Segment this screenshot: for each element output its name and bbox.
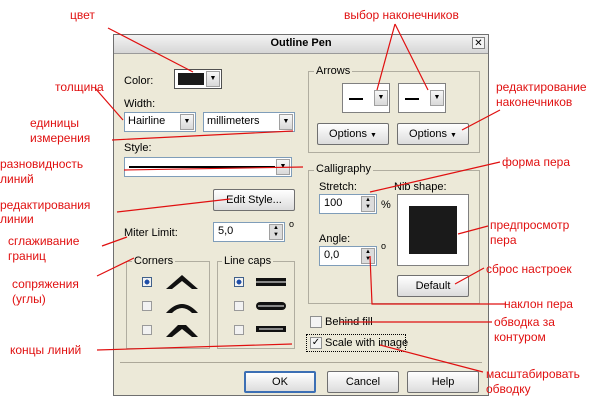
line-style-preview bbox=[129, 166, 275, 168]
color-swatch bbox=[178, 73, 204, 85]
miter-unit: o bbox=[289, 219, 295, 229]
chevron-down-icon: ▼ bbox=[206, 71, 220, 87]
corner-bevel-radio[interactable] bbox=[142, 325, 152, 335]
corner-round-radio[interactable] bbox=[142, 301, 152, 311]
ok-button[interactable]: OK bbox=[244, 371, 316, 393]
annotation-behind-2: контуром bbox=[494, 330, 546, 344]
miter-limit-value: 5,0 bbox=[218, 225, 234, 237]
annotation-pen-shape: форма пера bbox=[502, 155, 570, 169]
annotation-joins-1: сопряжения bbox=[12, 277, 79, 291]
annotation-units-2: измерения bbox=[30, 131, 91, 145]
calligraphy-label: Calligraphy bbox=[314, 163, 374, 175]
scale-focus-rect bbox=[306, 334, 406, 352]
style-select[interactable]: ▼ bbox=[124, 157, 292, 177]
nib-shape bbox=[409, 206, 457, 254]
annotation-pen-angle: наклон пера bbox=[504, 297, 573, 311]
stretch-value: 100 bbox=[324, 197, 343, 209]
cap-butt-radio[interactable] bbox=[234, 277, 244, 287]
separator bbox=[120, 362, 482, 363]
spin-icon[interactable]: ▲▼ bbox=[361, 248, 375, 264]
angle-unit: o bbox=[381, 241, 387, 251]
angle-input[interactable]: 0,0 ▲▼ bbox=[319, 246, 377, 266]
stretch-input[interactable]: 100 ▲▼ bbox=[319, 194, 377, 214]
annotation-preview-2: пера bbox=[490, 233, 517, 247]
annotation-edit-line-1: редактирования bbox=[0, 198, 91, 212]
scale-with-image-label[interactable]: Scale with image bbox=[325, 337, 409, 349]
spin-icon[interactable]: ▲▼ bbox=[269, 224, 283, 240]
annotation-reset: сброс настроек bbox=[486, 262, 572, 276]
cancel-button[interactable]: Cancel bbox=[327, 371, 399, 393]
nib-shape-label: Nib shape: bbox=[394, 181, 447, 193]
options-label: Options bbox=[329, 128, 367, 140]
chevron-down-icon: ▼ bbox=[276, 159, 290, 175]
start-arrow-options-button[interactable]: Options ▼ bbox=[317, 123, 389, 145]
annotation-color: цвет bbox=[70, 8, 95, 22]
color-label: Color: bbox=[124, 75, 154, 87]
width-select[interactable]: Hairline ▼ bbox=[124, 112, 196, 132]
end-arrow-select[interactable]: ▼ bbox=[398, 83, 446, 113]
annotation-scale-1: масштабировать bbox=[486, 367, 580, 381]
units-value: millimeters bbox=[207, 115, 260, 127]
units-select[interactable]: millimeters ▼ bbox=[203, 112, 295, 132]
annotation-thickness: толщина bbox=[55, 80, 104, 94]
annotation-scale-2: обводку bbox=[486, 382, 531, 396]
annotation-behind-1: обводка за bbox=[494, 315, 555, 329]
annotation-line-kind-1: разновидность bbox=[0, 157, 84, 171]
outline-pen-dialog: Outline Pen ✕ Color: ▼ Width: Hairline ▼… bbox=[113, 34, 489, 396]
chevron-down-icon: ▼ bbox=[430, 90, 444, 106]
spin-icon[interactable]: ▲▼ bbox=[361, 196, 375, 212]
width-value: Hairline bbox=[128, 115, 166, 127]
annotation-arrows-edit-2: наконечников bbox=[496, 95, 573, 109]
color-picker[interactable]: ▼ bbox=[174, 69, 222, 89]
dialog-title: Outline Pen bbox=[270, 37, 332, 49]
stretch-label: Stretch: bbox=[319, 181, 357, 193]
chevron-down-icon: ▼ bbox=[374, 90, 388, 106]
corner-miter-radio[interactable] bbox=[142, 277, 152, 287]
corners-label: Corners bbox=[132, 255, 176, 267]
angle-value: 0,0 bbox=[324, 249, 340, 261]
annotation-arrows-edit-1: редактирование bbox=[496, 80, 587, 94]
corner-styles-icon bbox=[166, 275, 198, 337]
caret-icon: ▼ bbox=[370, 132, 377, 139]
annotation-line-kind-2: линий bbox=[0, 172, 34, 186]
annotation-arrows-select: выбор наконечников bbox=[344, 8, 459, 22]
annotation-units-1: единицы bbox=[30, 116, 79, 130]
style-label: Style: bbox=[124, 142, 152, 154]
title-bar[interactable]: Outline Pen ✕ bbox=[114, 35, 488, 54]
options-label: Options bbox=[409, 128, 447, 140]
arrows-label: Arrows bbox=[314, 65, 353, 77]
start-arrow-select[interactable]: ▼ bbox=[342, 83, 390, 113]
arrow-line-preview bbox=[349, 98, 363, 100]
arrow-line-preview bbox=[405, 98, 419, 100]
close-icon[interactable]: ✕ bbox=[472, 37, 485, 49]
miter-limit-label: Miter Limit: bbox=[124, 227, 178, 239]
annotation-smoothing-2: границ bbox=[8, 249, 46, 263]
end-arrow-options-button[interactable]: Options ▼ bbox=[397, 123, 469, 145]
cap-round-radio[interactable] bbox=[234, 301, 244, 311]
chevron-down-icon: ▼ bbox=[180, 114, 194, 130]
default-button[interactable]: Default bbox=[397, 275, 469, 297]
cap-square-radio[interactable] bbox=[234, 325, 244, 335]
line-caps-label: Line caps bbox=[222, 255, 274, 267]
annotation-edit-line-2: линии bbox=[0, 212, 34, 226]
miter-limit-input[interactable]: 5,0 ▲▼ bbox=[213, 222, 285, 242]
annotation-joins-2: (углы) bbox=[12, 292, 46, 306]
nib-preview[interactable] bbox=[397, 194, 469, 266]
stretch-unit: % bbox=[381, 199, 391, 211]
scale-with-image-checkbox[interactable]: ✓ bbox=[310, 337, 322, 349]
line-cap-styles-icon bbox=[256, 278, 286, 332]
width-label: Width: bbox=[124, 98, 156, 110]
angle-label: Angle: bbox=[319, 233, 351, 245]
caret-icon: ▼ bbox=[450, 132, 457, 139]
behind-fill-checkbox[interactable] bbox=[310, 316, 322, 328]
annotation-line-ends: концы линий bbox=[10, 343, 82, 357]
annotation-smoothing-1: сглаживание bbox=[8, 234, 80, 248]
annotation-preview-1: предпросмотр bbox=[490, 218, 570, 232]
behind-fill-label[interactable]: Behind fill bbox=[325, 316, 373, 328]
help-button[interactable]: Help bbox=[407, 371, 479, 393]
chevron-down-icon: ▼ bbox=[279, 114, 293, 130]
edit-style-button[interactable]: Edit Style... bbox=[213, 189, 295, 211]
